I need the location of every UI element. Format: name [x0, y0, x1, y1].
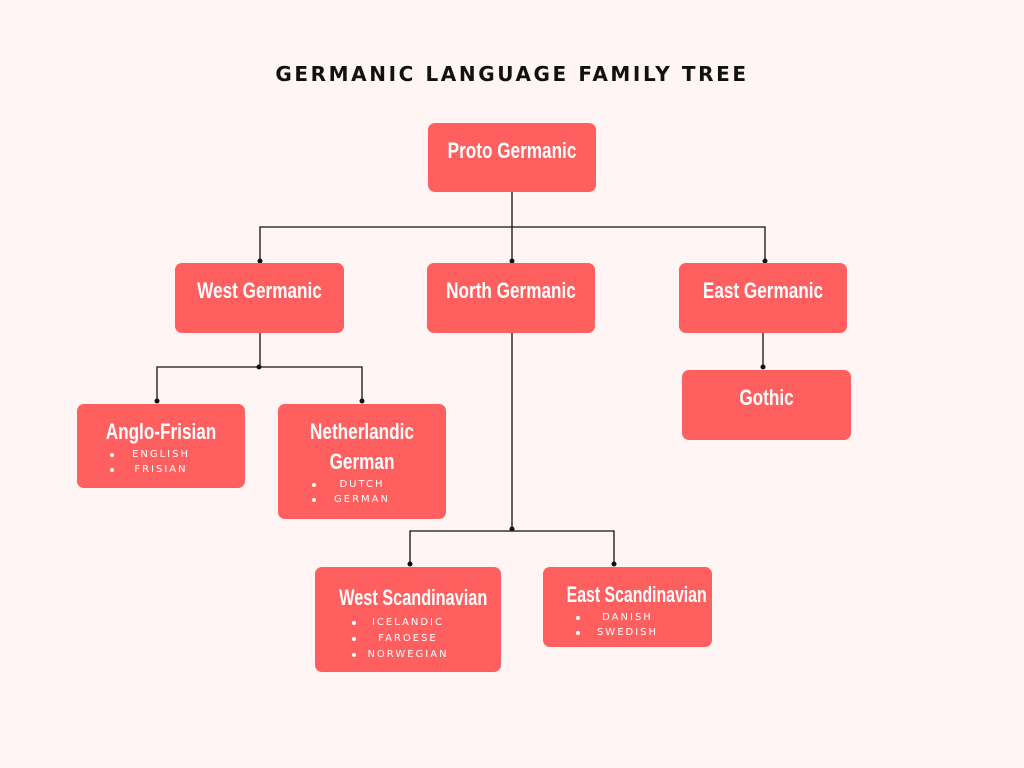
language-list: DUTCH GERMAN	[278, 477, 446, 507]
node-anglo-frisian: Anglo-Frisian ENGLISH FRISIAN	[77, 404, 245, 488]
node-label: East Scandinavian	[566, 582, 707, 607]
language-item: SWEDISH	[543, 625, 712, 640]
node-label: North Germanic	[446, 278, 576, 303]
language-item: ENGLISH	[77, 447, 245, 462]
node-west-germanic: West Germanic	[175, 263, 344, 333]
node-label: East Germanic	[702, 278, 824, 303]
bullet-icon	[312, 483, 316, 487]
bullet-icon	[312, 498, 316, 502]
bullet-icon	[576, 616, 580, 620]
language-item: ICELANDIC	[315, 615, 501, 631]
node-east-germanic: East Germanic	[679, 263, 847, 333]
language-list: ICELANDIC FAROESE NORWEGIAN	[315, 615, 501, 663]
bullet-icon	[352, 621, 356, 625]
node-west-scandinavian: West Scandinavian ICELANDIC FAROESE NORW…	[315, 567, 501, 672]
bullet-icon	[110, 468, 114, 472]
node-proto-germanic: Proto Germanic	[428, 123, 596, 192]
bullet-icon	[352, 653, 356, 657]
language-item: NORWEGIAN	[315, 647, 501, 663]
bullet-icon	[110, 453, 114, 457]
node-label: German	[329, 449, 395, 474]
bullet-icon	[352, 637, 356, 641]
language-item: FAROESE	[315, 631, 501, 647]
node-gothic: Gothic	[682, 370, 851, 440]
language-list: DANISH SWEDISH	[543, 610, 712, 640]
language-list: ENGLISH FRISIAN	[77, 447, 245, 477]
diagram-title: GERMANIC LANGUAGE FAMILY TREE	[275, 62, 749, 86]
node-label: Netherlandic	[310, 419, 414, 444]
node-label: West Germanic	[197, 278, 322, 303]
node-north-germanic: North Germanic	[427, 263, 595, 333]
language-item: FRISIAN	[77, 462, 245, 477]
language-item: DUTCH	[278, 477, 446, 492]
node-netherlandic-german: Netherlandic German DUTCH GERMAN	[278, 404, 446, 519]
node-east-scandinavian: East Scandinavian DANISH SWEDISH	[543, 567, 712, 647]
language-item: GERMAN	[278, 492, 446, 507]
bullet-icon	[576, 631, 580, 635]
language-item: DANISH	[543, 610, 712, 625]
node-label: West Scandinavian	[339, 585, 488, 610]
node-label: Gothic	[739, 385, 794, 410]
node-label: Anglo-Frisian	[105, 419, 217, 444]
node-label: Proto Germanic	[447, 138, 577, 163]
